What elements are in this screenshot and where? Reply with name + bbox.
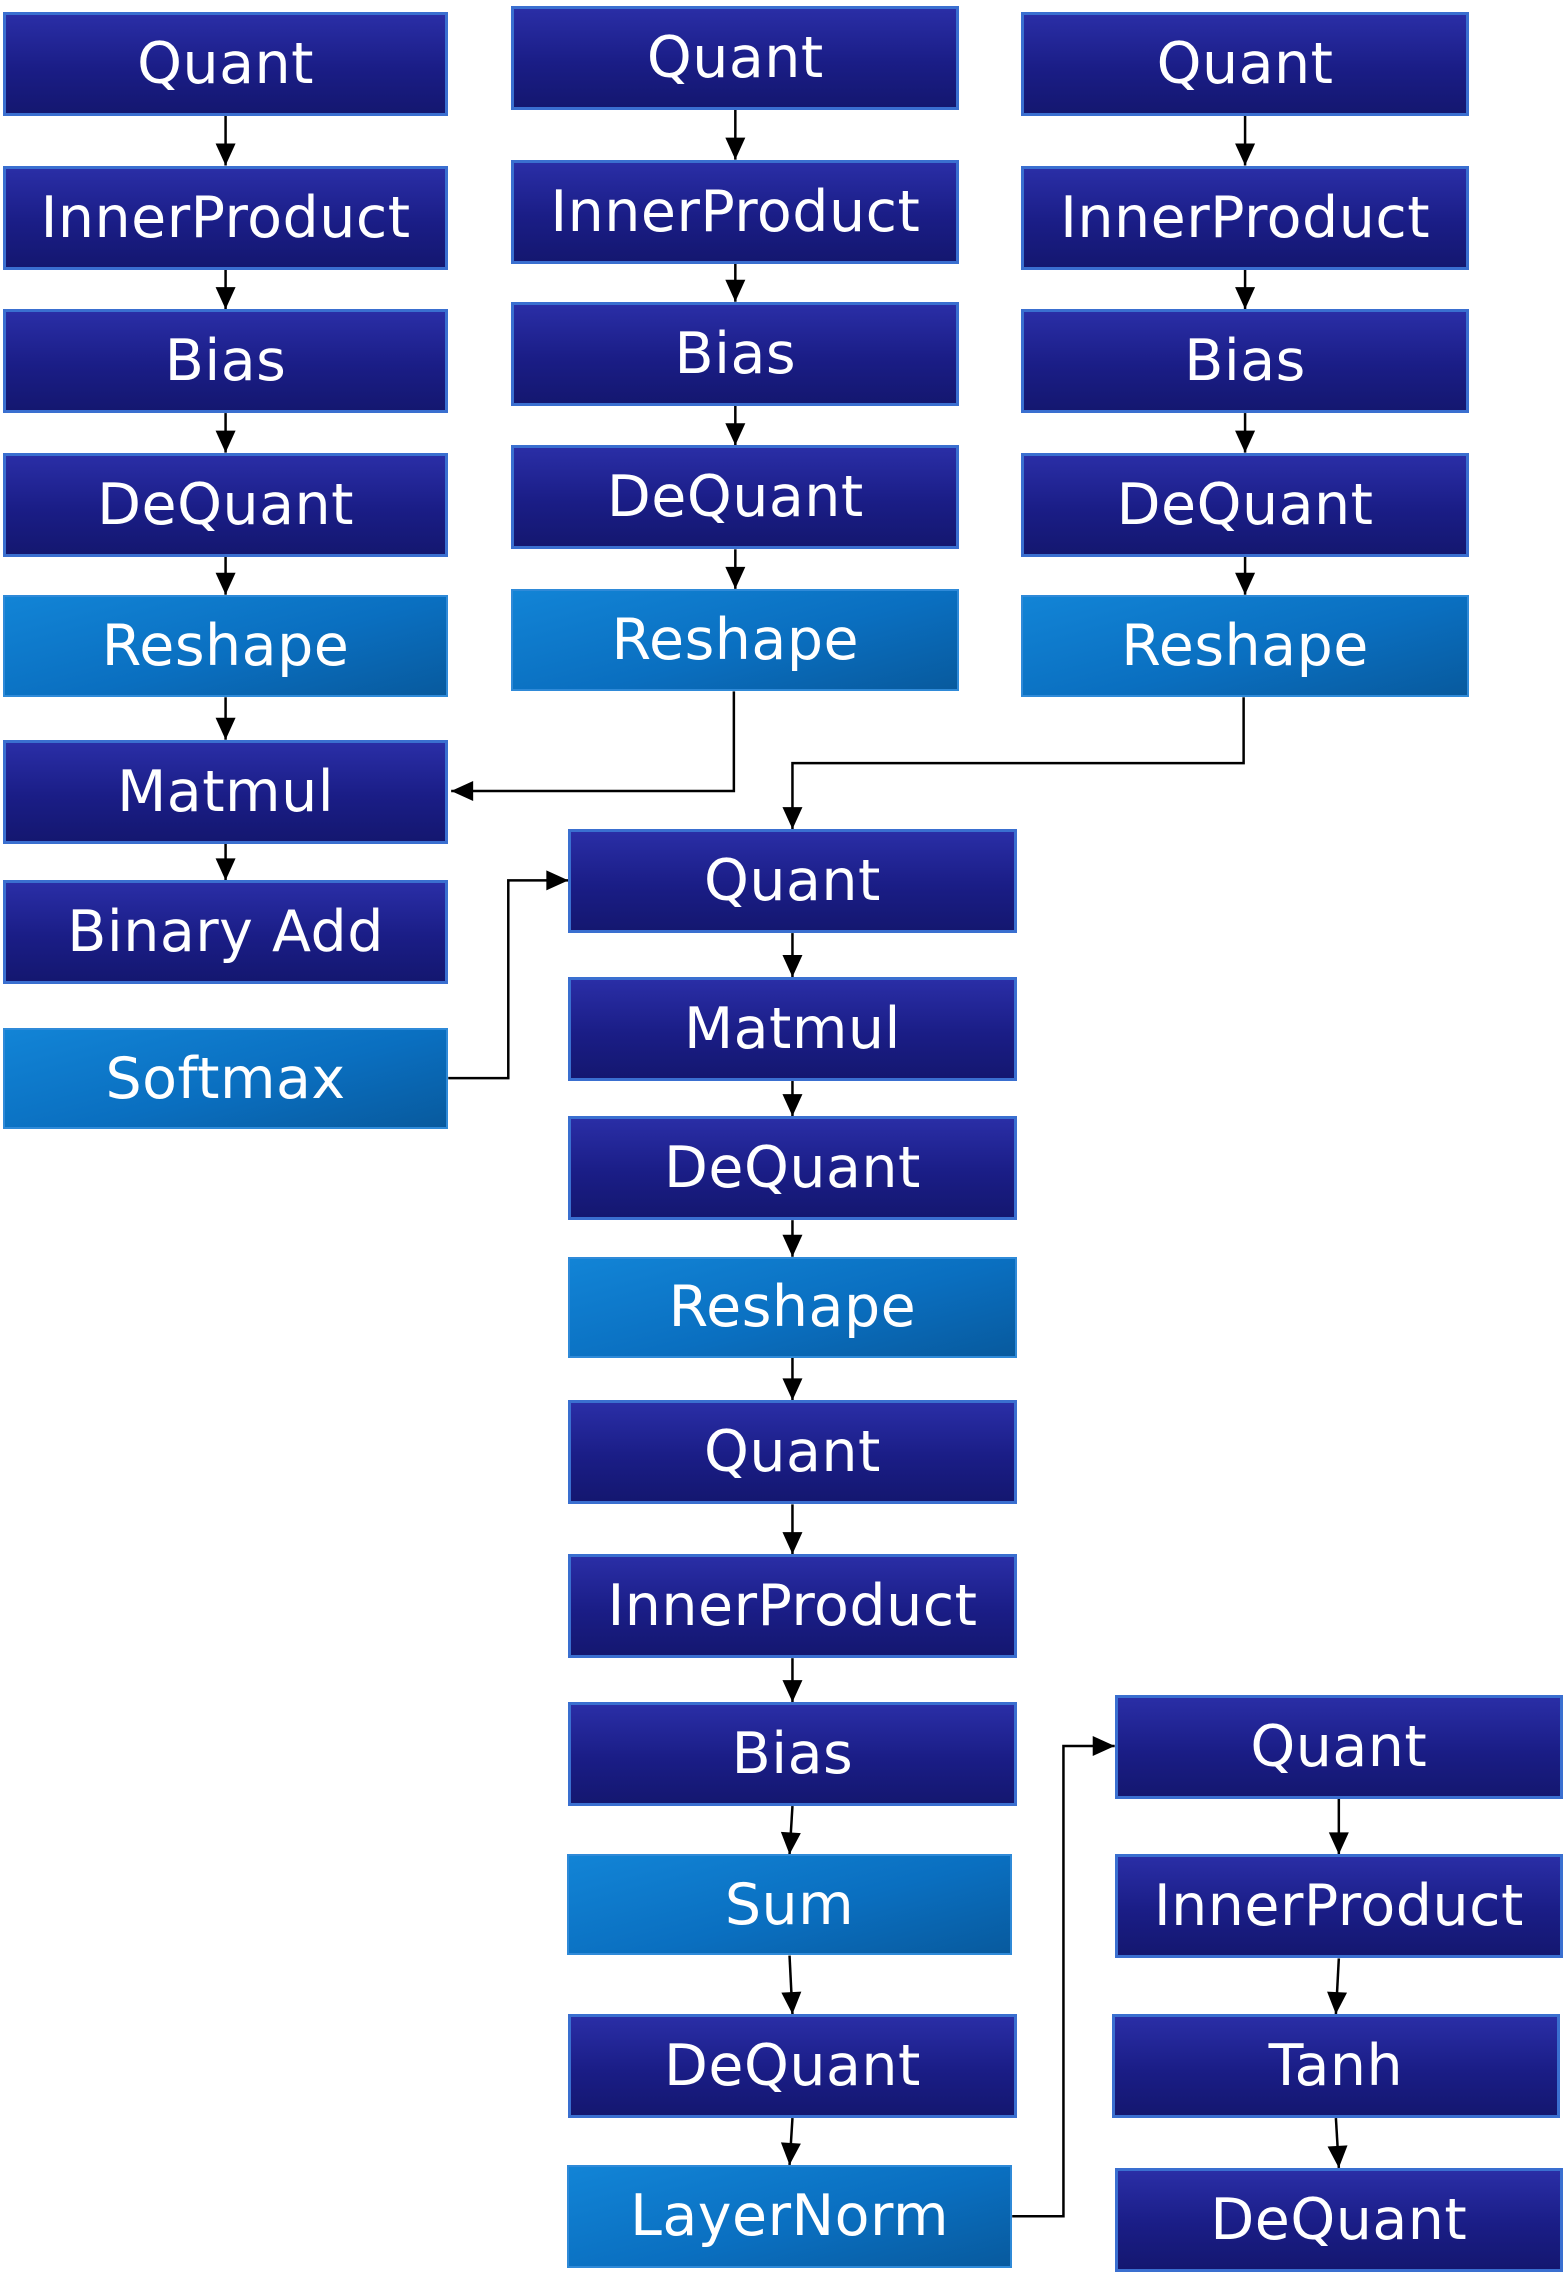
node-reshape: Reshape [568,1256,1017,1358]
arrowhead [782,1532,803,1555]
arrowhead [1328,1832,1349,1855]
arrowhead [215,143,236,166]
edge-a1-to-a2 [215,115,236,166]
arrowhead [1327,1991,1348,2015]
node-sum: Sum [566,1854,1013,1956]
arrowhead [1235,572,1256,595]
node-quant: Quant [1114,1694,1563,1799]
edge-e2-to-e3 [1327,1958,1348,2015]
arrowhead [782,1094,803,1117]
arrowhead [1235,430,1256,453]
edge-b1-to-b2 [725,109,746,160]
node-dequant: DeQuant [1114,2167,1563,2272]
arrowhead [781,1991,802,2015]
edge-e3-to-e4 [1327,2118,1348,2168]
edge-d3-to-d4 [782,1220,803,1257]
node-binary-add: Binary Add [2,880,449,985]
edge-a5-to-a6 [215,697,236,740]
node-innerproduct: InnerProduct [1020,165,1470,270]
edge-a2-to-a3 [215,269,236,310]
edge-d1-to-d2 [782,933,803,978]
arrowhead [1235,143,1256,166]
arrowhead [1327,2145,1348,2168]
edge-b2-to-b3 [725,263,746,302]
edge-d7-to-d8 [780,1806,801,1855]
edge-a3-to-a4 [215,413,236,453]
arrowhead [215,717,236,740]
arrowhead [782,807,803,830]
edge-b4-to-b5 [725,549,746,589]
arrowhead [782,1234,803,1257]
node-dequant: DeQuant [511,445,960,550]
arrowhead [725,423,746,446]
edge-c4-to-c5 [1235,556,1256,595]
arrowhead [780,1831,801,1855]
edge-c2-to-c3 [1235,269,1256,310]
node-softmax: Softmax [2,1028,449,1130]
node-innerproduct: InnerProduct [2,165,449,270]
arrowhead [215,858,236,881]
arrowhead [782,1378,803,1401]
node-quant: Quant [2,11,449,116]
node-dequant: DeQuant [1020,452,1470,557]
node-bias: Bias [568,1702,1017,1807]
edge-b3-to-b4 [725,405,746,446]
node-innerproduct: InnerProduct [568,1554,1017,1659]
edge-b5-to-a6 [451,691,736,801]
edge-d4-to-d5 [782,1357,803,1401]
node-matmul: Matmul [2,739,449,844]
edge-d6-to-d7 [782,1658,803,1703]
node-quant: Quant [568,1400,1017,1505]
arrowhead [782,1680,803,1703]
node-quant: Quant [511,5,960,110]
node-reshape: Reshape [1020,594,1470,698]
node-bias: Bias [1020,309,1470,414]
arrowhead [725,137,746,160]
node-dequant: DeQuant [568,2014,1017,2119]
node-reshape: Reshape [511,588,960,692]
edge-d2-to-d3 [782,1081,803,1117]
arrowhead [1235,287,1256,310]
arrowhead [725,566,746,589]
edge-c1-to-c2 [1235,115,1256,166]
edge-a8-to-d1 [448,870,569,1080]
node-reshape: Reshape [2,594,449,698]
edge-c3-to-c4 [1235,413,1256,453]
node-quant: Quant [1020,11,1470,116]
node-dequant: DeQuant [2,452,449,557]
edge-e1-to-e2 [1328,1798,1349,1855]
arrowhead [725,279,746,302]
node-tanh: Tanh [1111,2014,1560,2119]
arrowhead [215,430,236,453]
arrowhead [782,955,803,978]
edge-a4-to-a5 [215,556,236,595]
node-layernorm: LayerNorm [566,2164,1013,2268]
edge-a6-to-a7 [215,843,236,881]
arrowhead [1092,1736,1115,1757]
node-bias: Bias [511,301,960,406]
edge-d8-to-d9 [781,1955,802,2015]
node-matmul: Matmul [568,977,1017,1082]
edge-d9-to-d10 [780,2118,801,2166]
node-bias: Bias [2,309,449,414]
node-dequant: DeQuant [568,1116,1017,1221]
arrowhead [546,870,569,891]
edge-c5-to-d1 [782,697,1245,830]
node-innerproduct: InnerProduct [511,159,960,264]
node-innerproduct: InnerProduct [1114,1854,1563,1959]
arrowhead [451,780,474,801]
arrowhead [215,287,236,310]
edge-d10-to-e1 [1012,1736,1115,2218]
node-quant: Quant [568,829,1017,934]
edge-d5-to-d6 [782,1504,803,1555]
arrowhead [215,572,236,595]
arrowhead [780,2142,801,2165]
